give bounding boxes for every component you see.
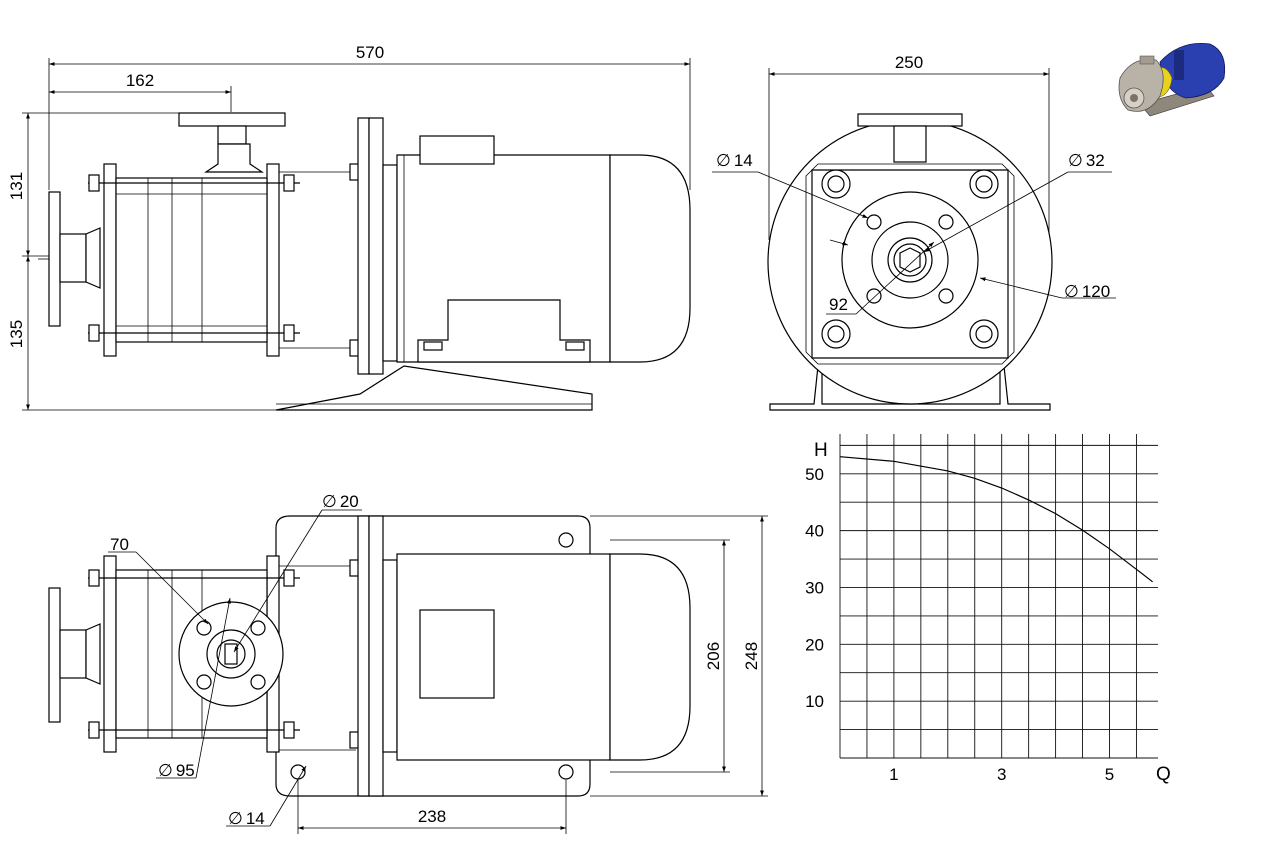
- dim-height-top: 131: [7, 172, 26, 200]
- dim-foot-inner-width: 206: [704, 642, 723, 670]
- dim-height-bottom: 135: [7, 320, 26, 348]
- callout-top-bolt-circle: 70: [110, 535, 129, 554]
- performance-chart: 10 20 30 40 50 1 3 5 H Q: [805, 434, 1171, 785]
- dim-front-width: 250: [895, 53, 923, 72]
- chart-series-line: [839, 456, 1153, 583]
- chart-x-axis-label: Q: [1156, 764, 1171, 785]
- callout-bolt-circle: ∅120: [1064, 282, 1110, 301]
- front-view: 250 ∅14 ∅32: [712, 53, 1116, 411]
- dim-total-length: 570: [356, 43, 384, 62]
- chart-y-axis-label: H: [814, 440, 828, 461]
- chart-y-tick-label: 30: [805, 578, 824, 597]
- chart-y-tick-label: 50: [805, 465, 824, 484]
- side-view: 570 162 131 135: [7, 43, 691, 411]
- callout-shaft-dia: ∅32: [1068, 151, 1105, 170]
- callout-front-hole: ∅14: [716, 151, 753, 170]
- dim-inlet-offset: 162: [126, 71, 154, 90]
- dim-foot-outer-width: 248: [742, 642, 761, 670]
- callout-top-flange-dia: ∅95: [158, 761, 195, 780]
- chart-y-tick-label: 20: [805, 635, 824, 654]
- chart-y-tick-label: 40: [805, 522, 824, 541]
- chart-tick-labels: 10 20 30 40 50 1 3 5: [805, 465, 1114, 784]
- callout-flange-dia: 92: [829, 295, 848, 314]
- chart-y-tick-label: 10: [805, 692, 824, 711]
- callout-foot-hole-dia: ∅14: [228, 809, 265, 828]
- chart-grid: [839, 434, 1158, 759]
- chart-x-tick-label: 3: [997, 765, 1006, 784]
- pump-3d-thumbnail-icon: [1118, 43, 1226, 117]
- chart-x-tick-label: 1: [889, 765, 898, 784]
- dim-foot-spacing: 238: [418, 807, 446, 826]
- callout-top-hole-dia: ∅20: [322, 492, 359, 511]
- top-view: 206 248 238 70 ∅20 ∅95 ∅14: [48, 492, 768, 834]
- chart-x-tick-label: 5: [1105, 765, 1114, 784]
